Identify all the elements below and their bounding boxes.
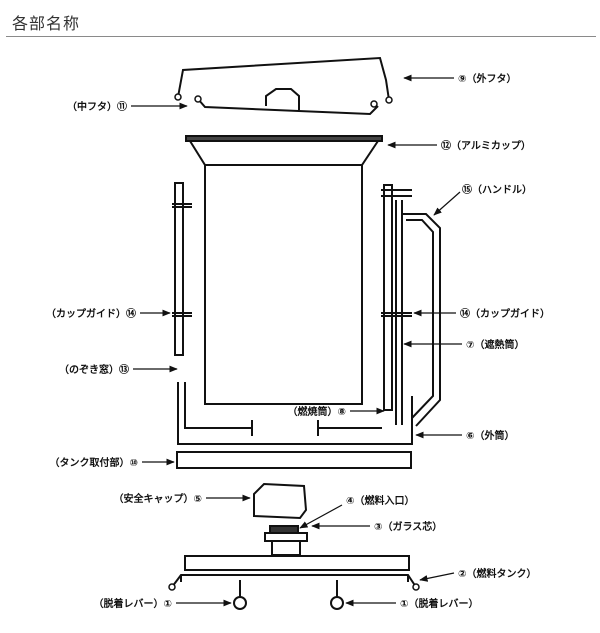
fuel-inlet [264,525,308,556]
cup-guide-left [172,182,192,356]
page-title: 各部名称 [12,14,81,33]
label-aluminum-cup: ⑫（アルミカップ） [441,139,531,152]
release-lever-left [233,580,247,610]
label-cup-guide-left: （カップガイド）⑭ [46,307,136,320]
aluminum-cup [185,135,383,405]
label-tank-mount: （タンク取付部）⑩ [50,456,138,469]
fuel-tank [168,555,420,591]
combustion-chimney [177,382,413,445]
label-release-lever-right: ①（脱着レバー） [400,597,478,610]
page-header: 各部名称 [0,0,600,40]
label-combustion-chimney: （燃焼筒）⑧ [288,405,346,418]
label-fuel-inlet: ④（燃料入口） [346,494,414,507]
handle [402,213,441,427]
safety-cap [253,482,308,520]
inner-lid [194,88,379,116]
header-divider [6,36,596,37]
label-window: （のぞき窓）⑬ [59,363,129,376]
label-release-lever-left: （脱着レバー）① [94,597,172,610]
label-handle: ⑮（ハンドル） [462,183,532,196]
release-lever-right [330,580,344,610]
label-inner-lid: （中フタ）⑪ [67,100,127,113]
label-outer-chimney: ⑥（外筒） [466,429,514,442]
label-cup-guide-right: ⑭（カップガイド） [460,307,550,320]
label-glass-wick: ③（ガラス芯） [374,520,442,533]
label-safety-cap: （安全キャップ）⑤ [114,492,202,505]
leader-arrows [131,74,462,607]
outer-lid [174,56,393,104]
label-outer-lid: ⑨（外フタ） [458,72,516,85]
tank-mount [176,451,412,469]
label-fuel-tank: ②（燃料タンク） [458,567,536,580]
label-heat-chimney: ⑦（遮熱筒） [466,338,524,351]
heat-shield-chimney [395,200,403,425]
